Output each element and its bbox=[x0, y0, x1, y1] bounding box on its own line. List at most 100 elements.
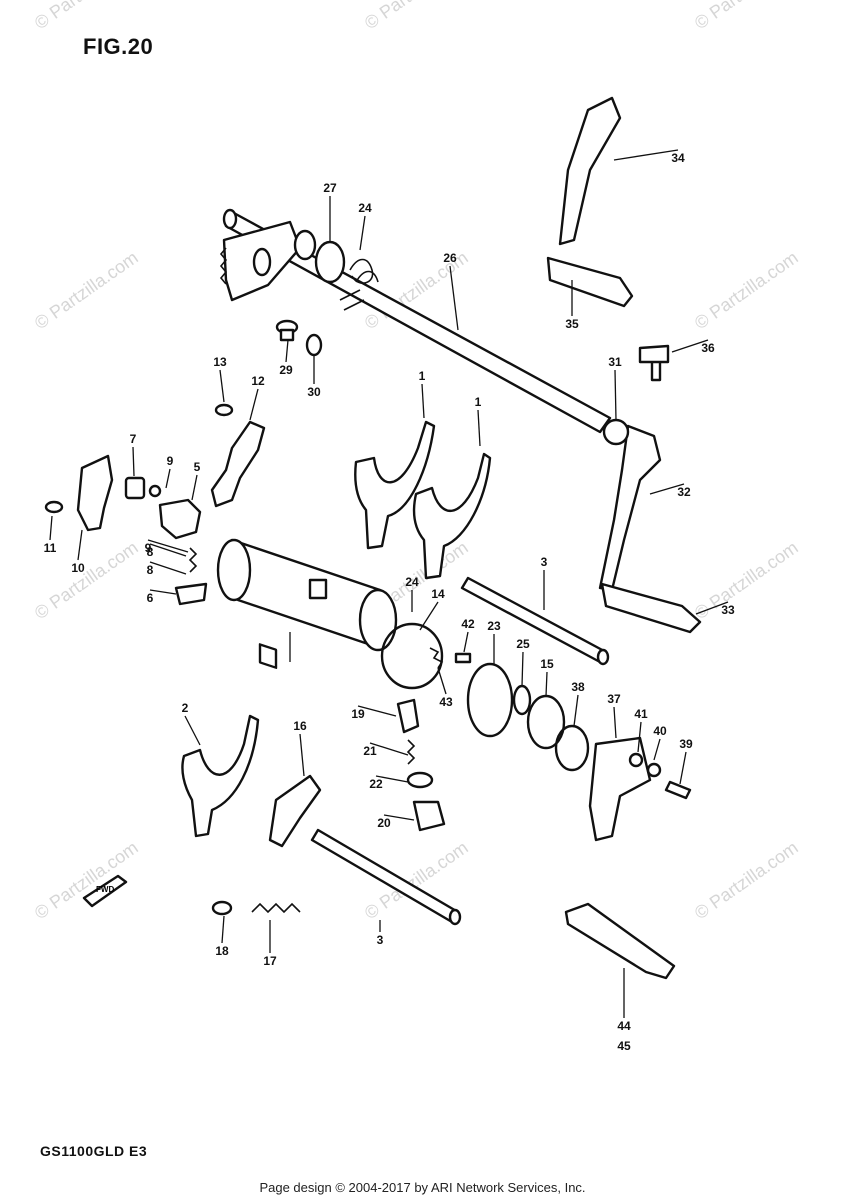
callout-26[interactable]: 26 bbox=[443, 251, 457, 265]
plate-16 bbox=[268, 774, 322, 848]
callout-31[interactable]: 31 bbox=[608, 355, 622, 369]
leader-line bbox=[449, 265, 459, 331]
shift-fork-2 bbox=[181, 714, 260, 838]
watermark: © Partzilla.com bbox=[691, 837, 802, 923]
part-19 bbox=[396, 698, 420, 734]
callout-15[interactable]: 15 bbox=[540, 657, 554, 671]
screw-13 bbox=[214, 403, 234, 417]
fwd-arrow: FWD bbox=[82, 874, 128, 908]
leader-line bbox=[649, 483, 685, 495]
callout-38[interactable]: 38 bbox=[571, 680, 585, 694]
callout-34[interactable]: 34 bbox=[671, 151, 685, 165]
callout-30[interactable]: 30 bbox=[307, 385, 321, 399]
spring-43 bbox=[429, 647, 444, 669]
leader-line bbox=[165, 468, 171, 489]
callout-24[interactable]: 24 bbox=[358, 201, 372, 215]
callout-9[interactable]: 9 bbox=[167, 454, 174, 468]
callout-24[interactable]: 24 bbox=[405, 575, 419, 589]
callout-45[interactable]: 45 bbox=[617, 1039, 631, 1053]
shift-cam-drum bbox=[216, 538, 398, 669]
callout-9[interactable]: 9 bbox=[145, 541, 152, 555]
callout-43[interactable]: 43 bbox=[439, 695, 453, 709]
callout-36[interactable]: 36 bbox=[701, 341, 715, 355]
part-23 bbox=[466, 662, 514, 738]
callout-42[interactable]: 42 bbox=[461, 617, 475, 631]
plug-20 bbox=[412, 800, 446, 832]
leader-line bbox=[49, 515, 53, 541]
leader-line bbox=[299, 733, 305, 777]
part-5 bbox=[158, 498, 202, 540]
pin-42 bbox=[454, 652, 472, 664]
bolt-36 bbox=[638, 344, 670, 382]
callout-13[interactable]: 13 bbox=[213, 355, 227, 369]
callout-18[interactable]: 18 bbox=[215, 944, 229, 958]
callout-27[interactable]: 27 bbox=[323, 181, 337, 195]
leader-lines bbox=[49, 149, 729, 1018]
callout-6[interactable]: 6 bbox=[147, 591, 154, 605]
leader-line bbox=[149, 543, 187, 557]
callout-44[interactable]: 44 bbox=[617, 1019, 631, 1033]
callout-39[interactable]: 39 bbox=[679, 737, 693, 751]
callout-33[interactable]: 33 bbox=[721, 603, 735, 617]
washer-41 bbox=[628, 752, 644, 768]
plate-12 bbox=[210, 420, 266, 508]
plate-10 bbox=[76, 454, 114, 532]
callout-19[interactable]: 19 bbox=[351, 707, 365, 721]
callout-8[interactable]: 8 bbox=[147, 545, 154, 559]
leader-line bbox=[77, 529, 83, 561]
leader-line bbox=[191, 474, 198, 501]
part-25 bbox=[512, 684, 532, 716]
leader-line bbox=[285, 339, 289, 363]
callout-37[interactable]: 37 bbox=[607, 692, 621, 706]
callout-20[interactable]: 20 bbox=[377, 816, 391, 830]
leader-line bbox=[149, 589, 177, 595]
callout-8[interactable]: 8 bbox=[147, 563, 154, 577]
callout-2[interactable]: 2 bbox=[182, 701, 189, 715]
callout-12[interactable]: 12 bbox=[251, 374, 265, 388]
callout-7[interactable]: 7 bbox=[130, 432, 137, 446]
callout-3[interactable]: 3 bbox=[377, 933, 384, 947]
callout-1[interactable]: 1 bbox=[475, 395, 482, 409]
leader-line bbox=[679, 751, 687, 785]
leader-line bbox=[221, 915, 225, 944]
figure-title: FIG.20 bbox=[83, 34, 154, 59]
callout-17[interactable]: 17 bbox=[263, 954, 277, 968]
callout-23[interactable]: 23 bbox=[487, 619, 501, 633]
leader-line bbox=[613, 706, 617, 739]
callout-21[interactable]: 21 bbox=[363, 744, 377, 758]
part-8 bbox=[148, 484, 162, 498]
footrest-44 bbox=[564, 902, 676, 980]
callout-3[interactable]: 3 bbox=[541, 555, 548, 569]
part-7 bbox=[124, 476, 146, 500]
shift-fork-1a bbox=[354, 420, 436, 550]
callout-40[interactable]: 40 bbox=[653, 724, 667, 738]
callout-35[interactable]: 35 bbox=[565, 317, 579, 331]
callout-22[interactable]: 22 bbox=[369, 777, 383, 791]
callout-1[interactable]: 1 bbox=[419, 369, 426, 383]
callout-10[interactable]: 10 bbox=[71, 561, 85, 575]
spring-17 bbox=[251, 902, 301, 914]
fork-shaft-3b bbox=[310, 828, 462, 926]
leader-line bbox=[614, 369, 617, 421]
callout-41[interactable]: 41 bbox=[634, 707, 648, 721]
callout-16[interactable]: 16 bbox=[293, 719, 307, 733]
leader-line bbox=[149, 561, 187, 575]
leader-line bbox=[521, 651, 524, 687]
callout-5[interactable]: 5 bbox=[194, 460, 201, 474]
leader-line bbox=[383, 814, 415, 821]
callout-14[interactable]: 14 bbox=[431, 587, 445, 601]
callout-29[interactable]: 29 bbox=[279, 363, 293, 377]
leader-line bbox=[184, 715, 201, 746]
watermark: © Partzilla.com bbox=[691, 0, 802, 33]
fork-shaft-3a bbox=[460, 576, 610, 666]
callout-32[interactable]: 32 bbox=[677, 485, 691, 499]
spring-9 bbox=[188, 547, 198, 573]
bearing-15 bbox=[526, 694, 566, 750]
callout-11[interactable]: 11 bbox=[44, 541, 57, 555]
leader-line bbox=[653, 738, 661, 761]
leader-line bbox=[369, 742, 409, 756]
callout-25[interactable]: 25 bbox=[516, 637, 530, 651]
leader-line bbox=[463, 631, 469, 653]
fwd-label: FWD bbox=[96, 885, 114, 894]
